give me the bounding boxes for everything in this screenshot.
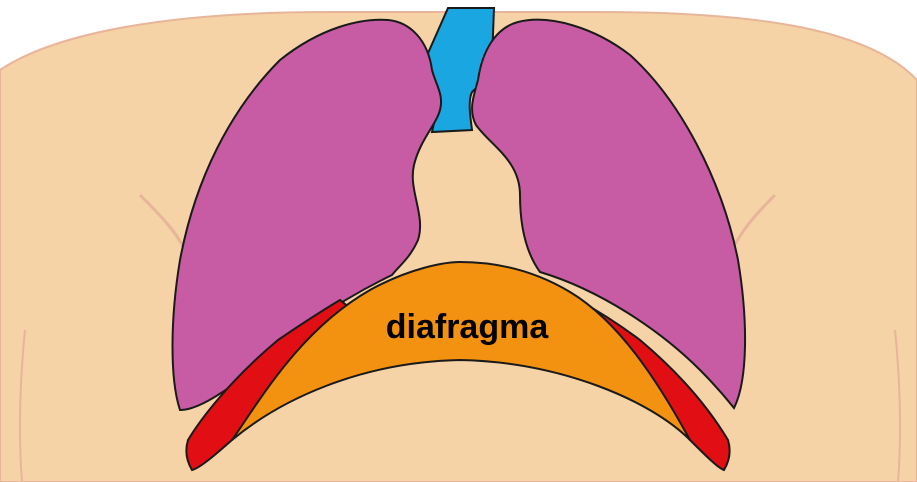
diaphragm-label: diafragma	[386, 308, 550, 346]
